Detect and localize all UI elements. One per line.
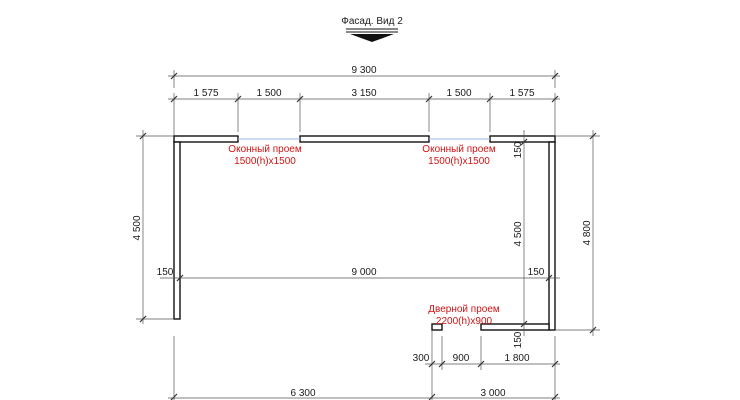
right-top-thickness: 150: [513, 141, 524, 158]
building-outline: [173, 135, 556, 331]
top-segment-1: 1 575: [193, 88, 218, 99]
bottom-segment-3: 1 800: [504, 353, 529, 364]
top-wall-left: [173, 135, 239, 143]
inner-width-dimension: [160, 274, 560, 282]
door-post: [431, 323, 443, 331]
top-segment-2: 1 500: [256, 88, 281, 99]
door-size: 2200(h)x900: [436, 316, 493, 327]
view-direction-arrow-icon: [346, 28, 398, 42]
window-left-size: 1500(h)x1500: [234, 156, 296, 167]
left-height-label: 4 500: [132, 215, 143, 240]
right-inner-height-label: 4 500: [513, 221, 524, 246]
left-height-dimension: [136, 130, 174, 324]
window-right-label: Оконный проем: [422, 144, 496, 155]
right-total-height-dimension: [555, 130, 600, 336]
bottom-segments-dimension: [425, 330, 560, 400]
bottom-wall-right: [480, 323, 550, 331]
window-right-size: 1500(h)x1500: [428, 156, 490, 167]
top-segment-3: 3 150: [351, 88, 376, 99]
top-segment-5: 1 575: [509, 88, 534, 99]
top-wall-right: [489, 135, 556, 143]
top-segments-dimension: [168, 93, 560, 136]
drawing-title: Фасад. Вид 2: [341, 16, 403, 27]
bottom-left-label: 6 300: [290, 388, 315, 399]
right-bottom-thickness: 150: [513, 331, 524, 348]
inner-width-label: 9 000: [351, 267, 376, 278]
window-left-label: Оконный проем: [228, 144, 302, 155]
top-segment-4: 1 500: [446, 88, 471, 99]
bottom-segment-1: 300: [413, 353, 430, 364]
right-wall-thickness: 150: [528, 267, 545, 278]
bottom-overall-dimension: [168, 336, 560, 400]
bottom-segment-2: 900: [453, 353, 470, 364]
right-wall: [548, 141, 556, 331]
left-wall: [173, 141, 181, 320]
door-label: Дверной проем: [428, 304, 500, 315]
top-total-label: 9 300: [351, 65, 376, 76]
right-inner-height-dimension: [520, 130, 528, 336]
bottom-right-label: 3 000: [480, 388, 505, 399]
left-wall-thickness: 150: [157, 267, 174, 278]
right-total-height-label: 4 800: [582, 220, 593, 245]
top-wall-middle: [299, 135, 430, 143]
top-total-dimension: [168, 70, 560, 88]
